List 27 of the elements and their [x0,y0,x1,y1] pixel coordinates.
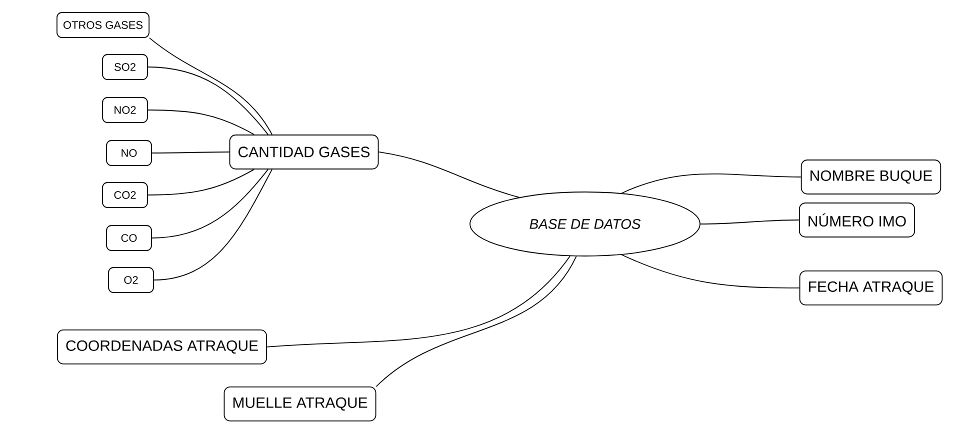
connector-line [266,256,570,348]
rounded-box: FECHA ATRAQUE [799,270,943,306]
connector-line [149,38,272,135]
ellipse-node: BASE DE DATOS [470,192,700,256]
connector-line [378,152,520,198]
connector-line [621,174,802,194]
connector-line [376,256,577,387]
connector-line [148,110,254,135]
rounded-box: O2 [108,267,154,293]
rounded-box: NO2 [102,97,148,123]
connector-line [621,254,800,288]
rounded-box: NÚMERO IMO [798,202,916,238]
rounded-box: NOMBRE BUQUE [800,160,942,194]
rounded-box: COORDENADAS ATRAQUE [57,330,267,364]
rounded-box: SO2 [102,54,148,80]
rounded-box: OTROS GASES [56,12,150,38]
connector-line [700,220,800,224]
connector-line [152,152,230,154]
rounded-box: MUELLE ATRAQUE [224,386,376,422]
rounded-box: CO [106,225,152,251]
connector-line [148,169,254,196]
connector-line [154,169,272,280]
connector-line [152,169,268,238]
connector-line [148,66,268,135]
rounded-box: CO2 [102,182,148,208]
rounded-box: CANTIDAD GASES [229,134,379,170]
rounded-box: NO [106,140,152,166]
